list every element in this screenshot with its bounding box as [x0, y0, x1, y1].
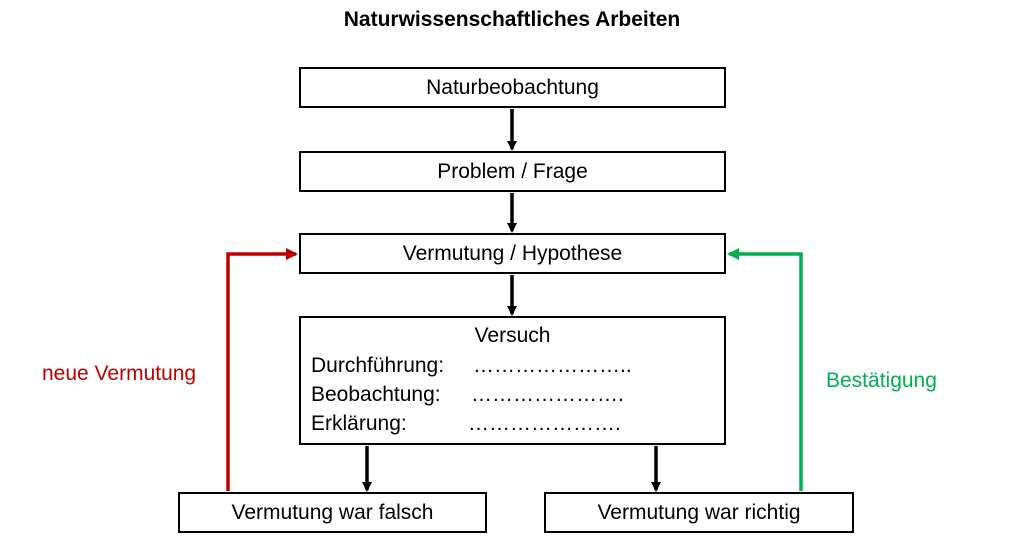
procedure-blank: …………………..: [473, 354, 632, 377]
hypothesis-label: Vermutung / Hypothese: [402, 241, 623, 265]
new-hypothesis-label: neue Vermutung: [42, 362, 197, 385]
confirmation-label: Bestätigung: [826, 369, 937, 392]
experiment-row-observation: Beobachtung: ………………….: [311, 383, 624, 407]
arrow-wrong-to-hypothesis: [226, 248, 298, 491]
observation-blank: ………………….: [471, 383, 624, 406]
experiment-title: Versuch: [474, 324, 551, 347]
experiment-row-procedure: Durchführung: …………………..: [311, 354, 632, 378]
explanation-blank: ………………….: [468, 412, 621, 435]
observation-row-label: Beobachtung:: [311, 383, 441, 406]
problem-box: Problem / Frage: [299, 151, 726, 192]
procedure-label: Durchführung:: [311, 354, 445, 377]
problem-label: Problem / Frage: [437, 159, 588, 183]
result-right-label: Vermutung war richtig: [597, 500, 801, 524]
experiment-row-explanation: Erklärung: ………………….: [311, 412, 621, 436]
observation-label: Naturbeobachtung: [426, 75, 599, 99]
hypothesis-box: Vermutung / Hypothese: [299, 233, 726, 274]
result-right-box: Vermutung war richtig: [544, 492, 854, 533]
explanation-label: Erklärung:: [311, 412, 407, 435]
result-wrong-box: Vermutung war falsch: [178, 492, 487, 533]
result-wrong-label: Vermutung war falsch: [231, 500, 434, 524]
diagram-title: Naturwissenschaftliches Arbeiten: [343, 8, 681, 31]
arrow-right-to-hypothesis: [727, 248, 803, 491]
observation-box: Naturbeobachtung: [299, 67, 726, 108]
experiment-box: Versuch Durchführung: ………………….. Beobachtu…: [299, 316, 726, 445]
